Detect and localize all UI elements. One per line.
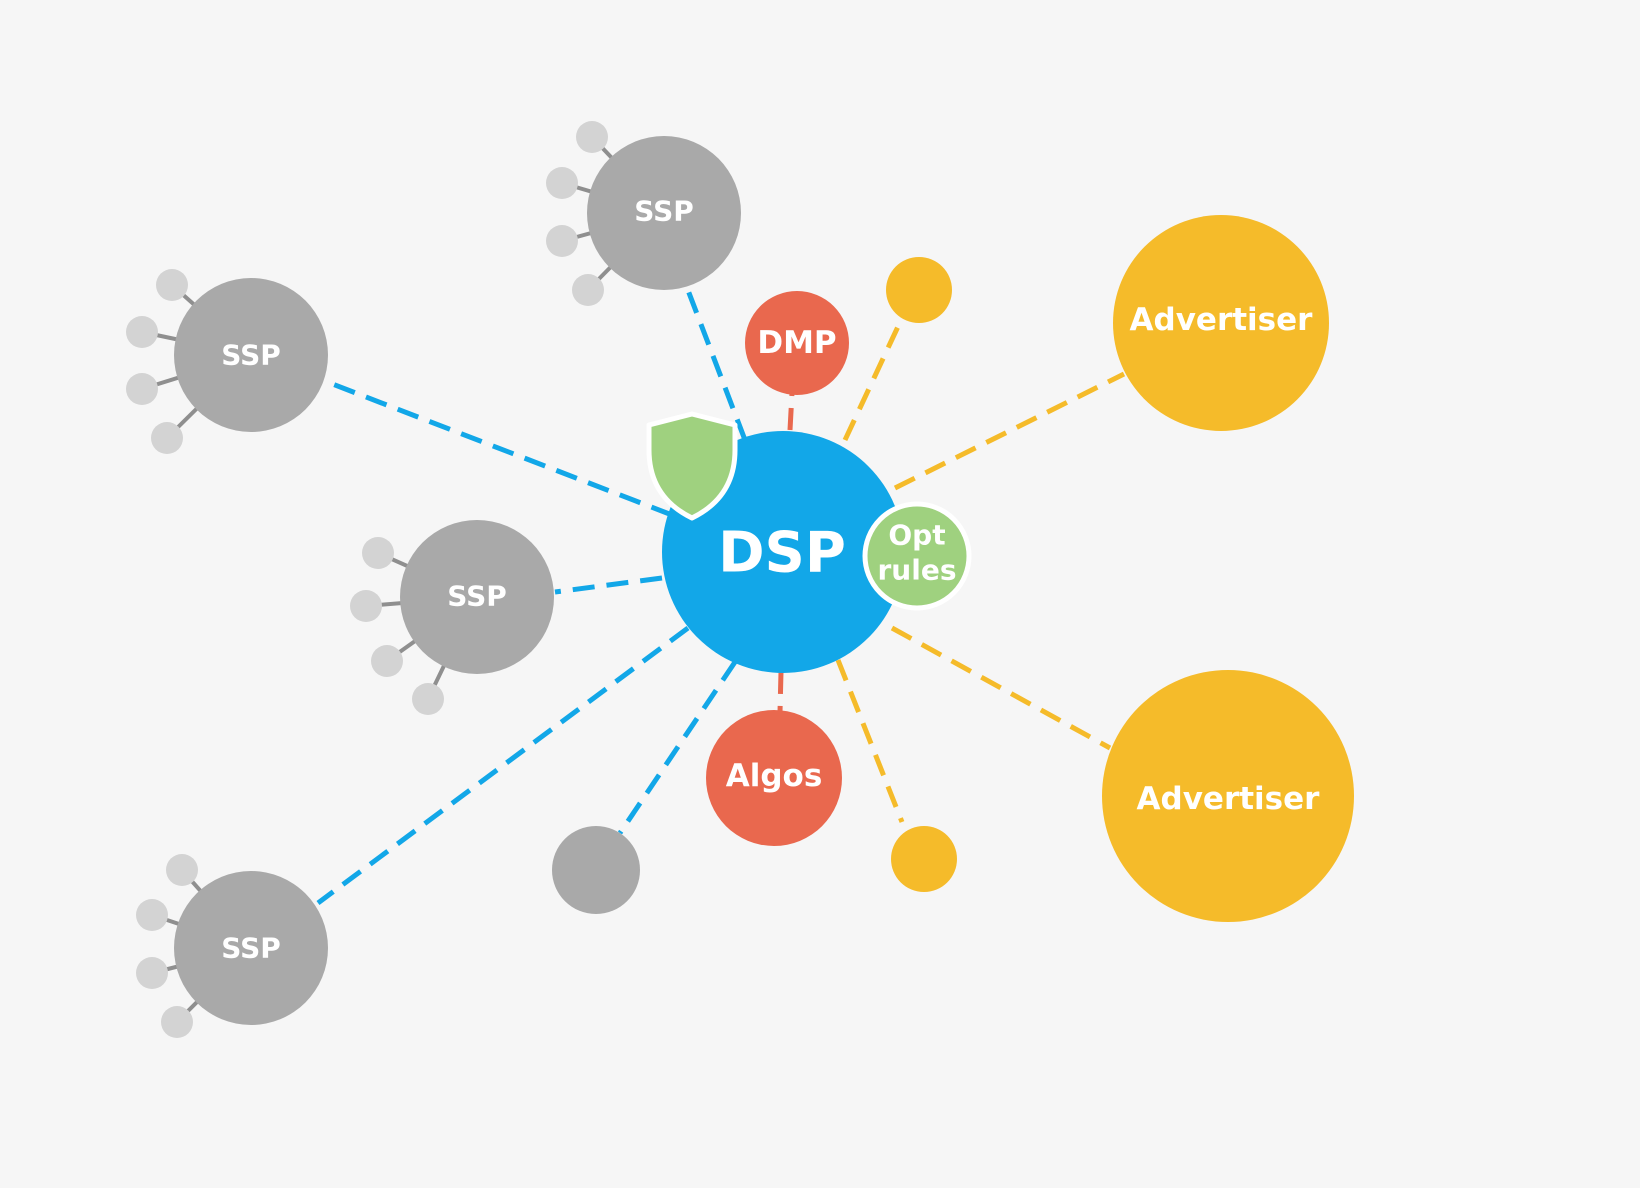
ssp-cluster-top: SSP	[546, 121, 741, 306]
ssp-satellite	[546, 167, 578, 199]
ssp-satellite	[161, 1006, 193, 1038]
link-dsp-ssp-mid	[554, 575, 663, 595]
ssp-satellite	[350, 590, 382, 622]
ssp-label-bottom: SSP	[221, 932, 281, 965]
opt-rules-node[interactable]	[862, 501, 972, 611]
ssp-satellite	[126, 316, 158, 348]
ssp-satellite	[156, 269, 188, 301]
connections	[316, 284, 1126, 906]
opt-rules-group: Opt rules	[862, 501, 972, 611]
shield-icon	[646, 411, 738, 521]
ssp-cluster-bottom: SSP	[136, 854, 328, 1038]
dmp-node[interactable]	[745, 291, 849, 395]
advertiser-node-top[interactable]	[1113, 215, 1329, 431]
link-dsp-yellow-top	[842, 316, 905, 442]
ssp-satellite	[136, 899, 168, 931]
ssp-satellite	[136, 957, 168, 989]
ssp-label-left: SSP	[221, 339, 281, 372]
ssp-satellite	[166, 854, 198, 886]
dsp-label: DSP	[718, 521, 846, 586]
link-dsp-advertiser-top	[893, 371, 1126, 491]
ssp-cluster-left: SSP	[126, 269, 328, 454]
link-dsp-yellow-bottom	[835, 659, 905, 823]
algos-label: Algos	[726, 758, 823, 794]
link-dsp-ssp-bottom	[316, 625, 690, 906]
ssp-node-middle[interactable]	[400, 520, 554, 674]
ssp-node-top[interactable]	[587, 136, 741, 290]
advertiser-label-bottom: Advertiser	[1137, 781, 1321, 817]
link-dsp-gray-node	[617, 660, 738, 835]
advertiser-group-top: Advertiser	[1113, 215, 1329, 431]
link-dsp-ssp-left	[321, 377, 673, 518]
advertiser-node-bottom[interactable]	[1102, 670, 1354, 922]
opt-rules-label-line2: rules	[878, 554, 957, 587]
ssp-satellite	[151, 422, 183, 454]
algos-group: Algos	[706, 710, 842, 846]
ssp-label-top: SSP	[634, 195, 694, 228]
advertiser-group-bottom: Advertiser	[1102, 670, 1354, 922]
ssp-satellite	[576, 121, 608, 153]
ssp-satellite	[572, 274, 604, 306]
link-dsp-advertiser-bottom	[890, 625, 1112, 751]
link-dsp-dmp	[787, 392, 795, 431]
dmp-label: DMP	[757, 325, 836, 361]
opt-rules-label-line1: Opt	[888, 519, 945, 552]
advertiser-label-top: Advertiser	[1130, 302, 1314, 338]
link-dsp-ssp-top	[683, 284, 748, 441]
yellow-node-bottom[interactable]	[891, 826, 957, 892]
ssp-satellite	[126, 373, 158, 405]
ssp-node-bottom[interactable]	[174, 871, 328, 1025]
yellow-node-top[interactable]	[886, 257, 952, 323]
dmp-group: DMP	[745, 291, 849, 395]
ssp-satellite	[546, 225, 578, 257]
ssp-satellite	[371, 645, 403, 677]
ssp-node-left[interactable]	[174, 278, 328, 432]
ssp-label-middle: SSP	[447, 580, 507, 613]
ssp-cluster-middle: SSP	[350, 520, 554, 715]
link-dsp-algos	[777, 671, 784, 713]
ssp-satellite	[412, 683, 444, 715]
algos-node[interactable]	[706, 710, 842, 846]
ssp-satellite	[362, 537, 394, 569]
gray-node[interactable]	[552, 826, 640, 914]
